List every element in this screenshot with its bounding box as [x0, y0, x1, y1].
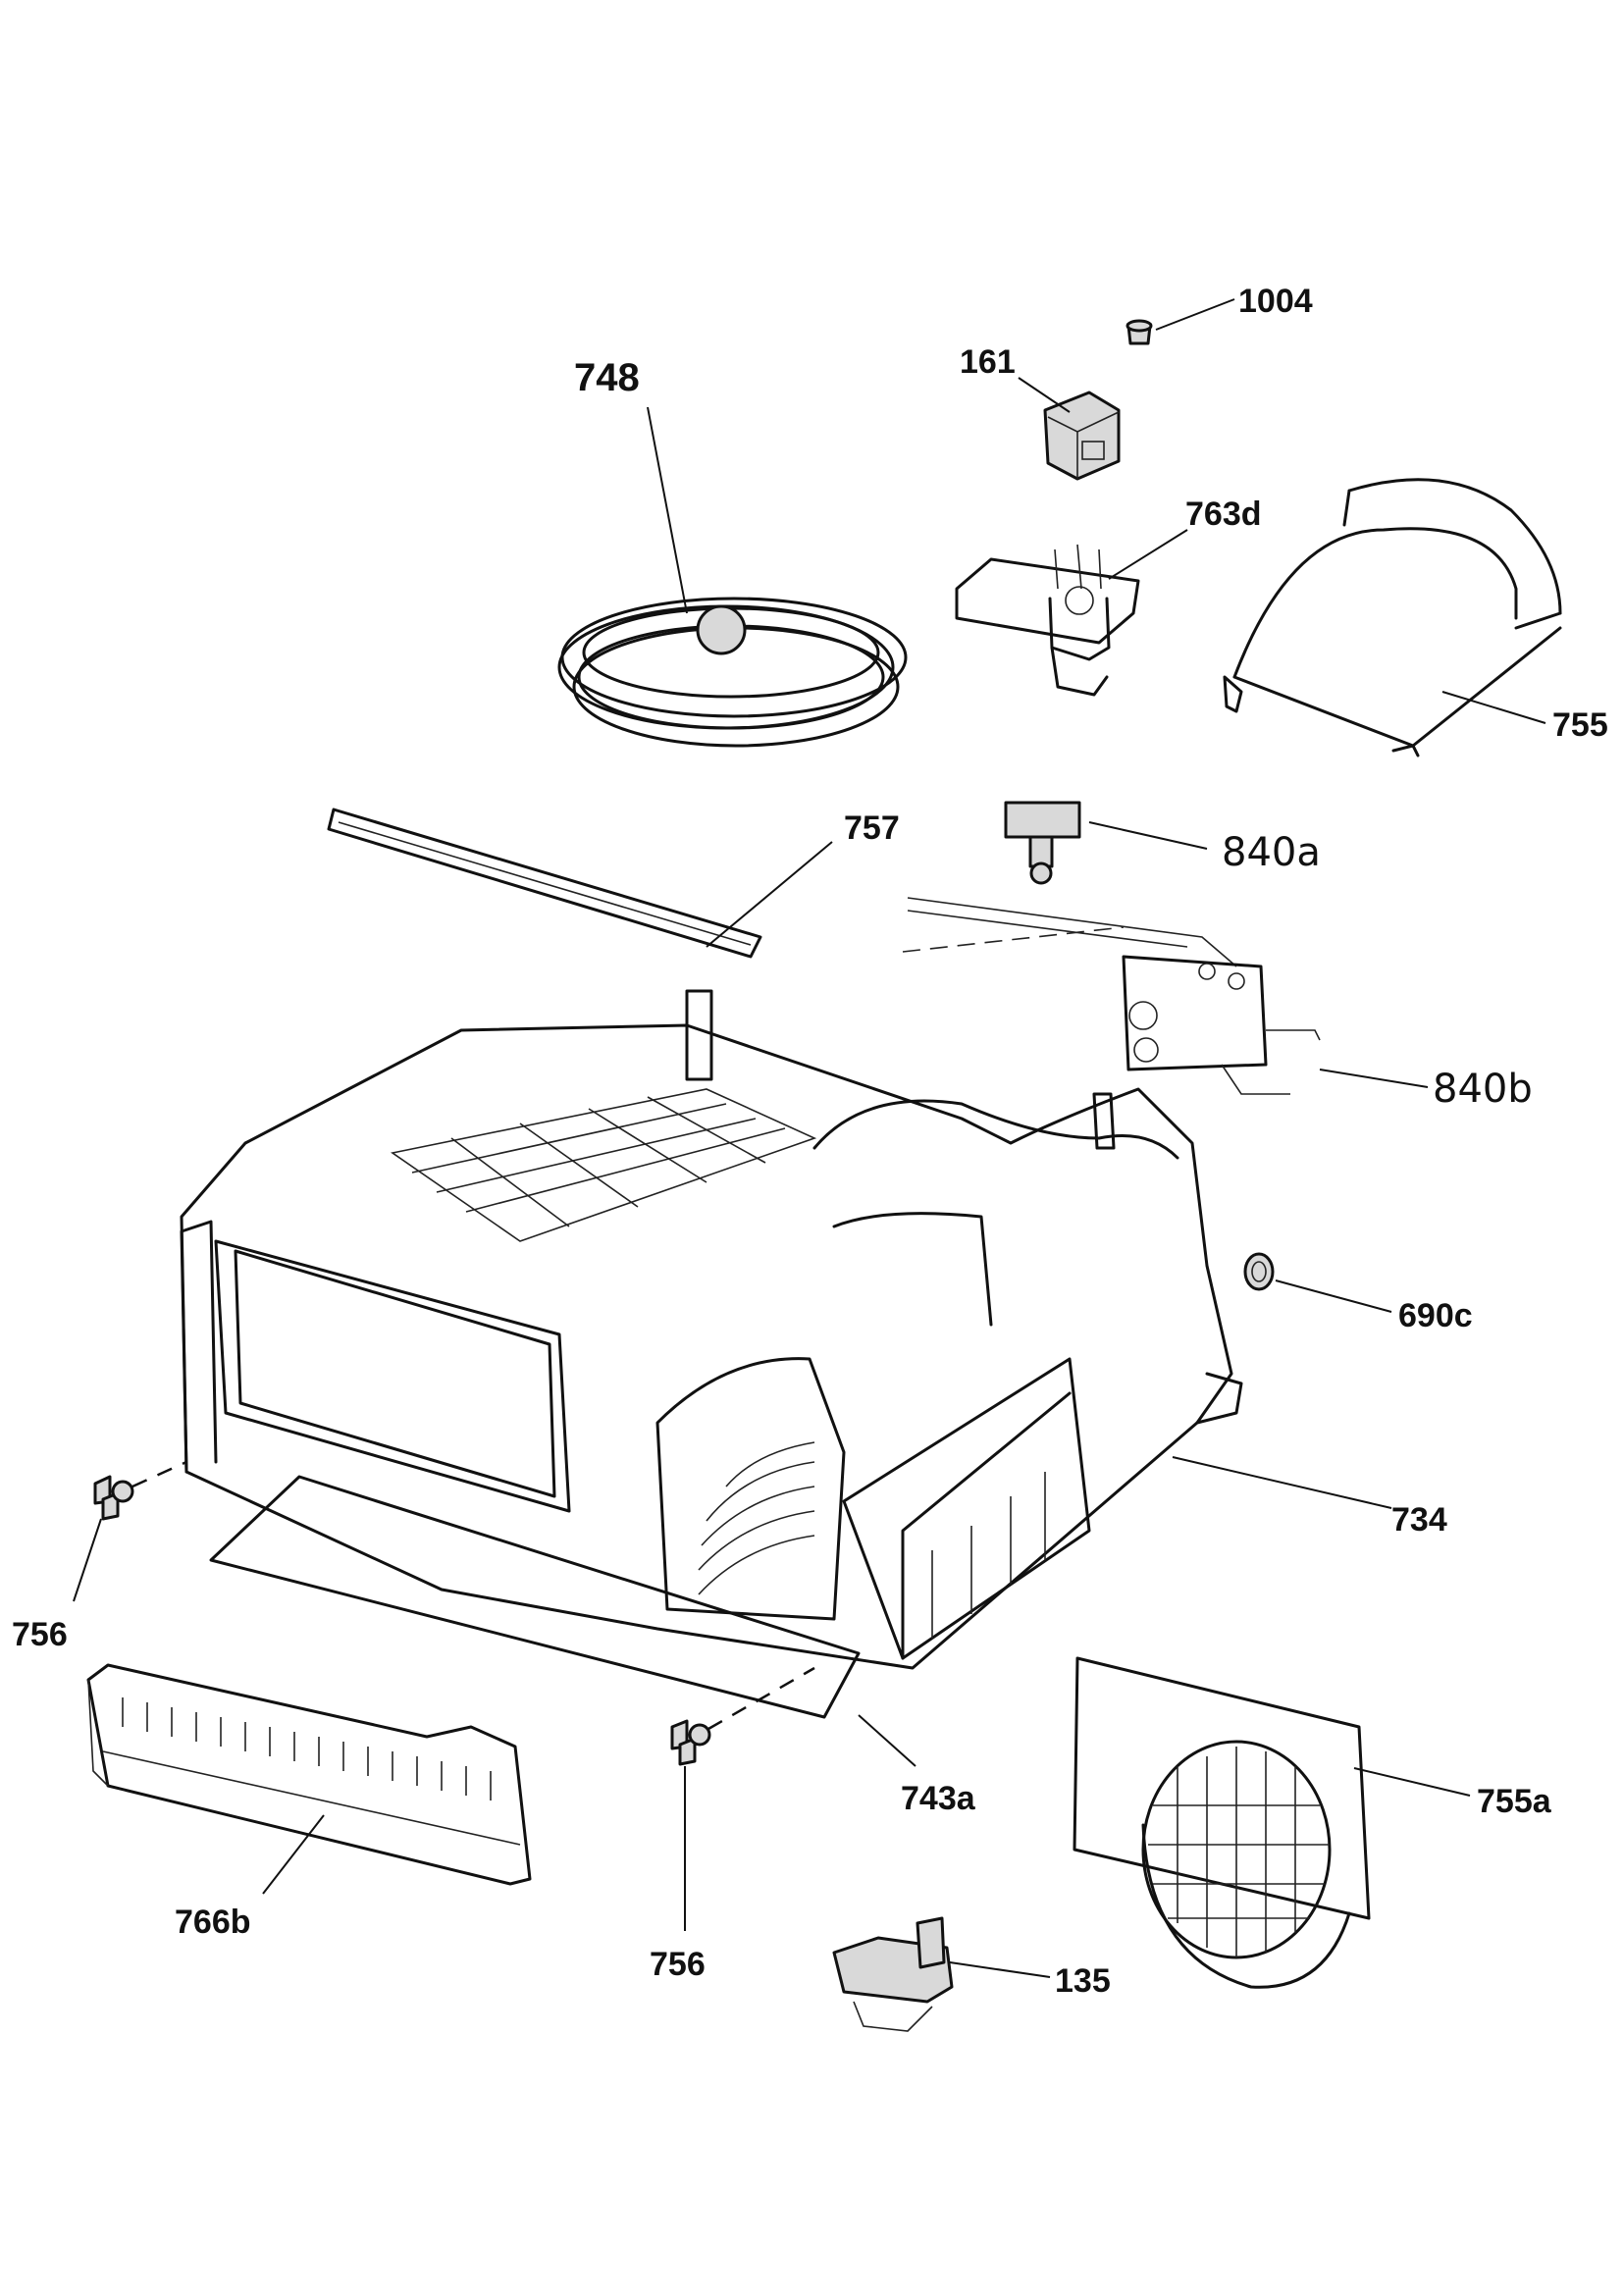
part-756-bottom — [670, 1666, 815, 1931]
label-1004: 1004 — [1238, 283, 1313, 320]
part-734 — [180, 989, 1392, 1670]
label-135: 135 — [1055, 1962, 1111, 2000]
part-763d — [955, 529, 1188, 697]
label-766b: 766b — [175, 1904, 251, 1941]
label-755a: 755a — [1477, 1783, 1552, 1820]
part-690c — [1243, 1252, 1392, 1313]
label-755: 755 — [1552, 706, 1608, 744]
label-161: 161 — [960, 343, 1016, 381]
part-755a — [1073, 1656, 1471, 1989]
label-743a: 743a — [901, 1780, 976, 1817]
part-161 — [1018, 377, 1121, 481]
label-840b: 840b — [1433, 1067, 1533, 1112]
part-766b — [86, 1663, 532, 1895]
label-734: 734 — [1391, 1501, 1447, 1539]
part-757 — [327, 808, 833, 959]
part-840b — [902, 897, 1429, 1095]
part-135 — [832, 1916, 1051, 2032]
part-743a — [209, 1475, 916, 1767]
part-748 — [557, 406, 908, 748]
label-748: 748 — [574, 356, 640, 399]
label-756-left: 756 — [12, 1616, 68, 1653]
label-840a: 840a — [1222, 830, 1321, 875]
label-763d: 763d — [1185, 496, 1262, 533]
part-755 — [1223, 478, 1562, 757]
label-757: 757 — [844, 809, 900, 847]
part-1004 — [1126, 298, 1235, 345]
label-756-bottom: 756 — [650, 1946, 706, 1983]
label-690c: 690c — [1398, 1297, 1473, 1334]
part-840a — [1004, 801, 1208, 885]
part-756-left — [73, 1460, 187, 1602]
